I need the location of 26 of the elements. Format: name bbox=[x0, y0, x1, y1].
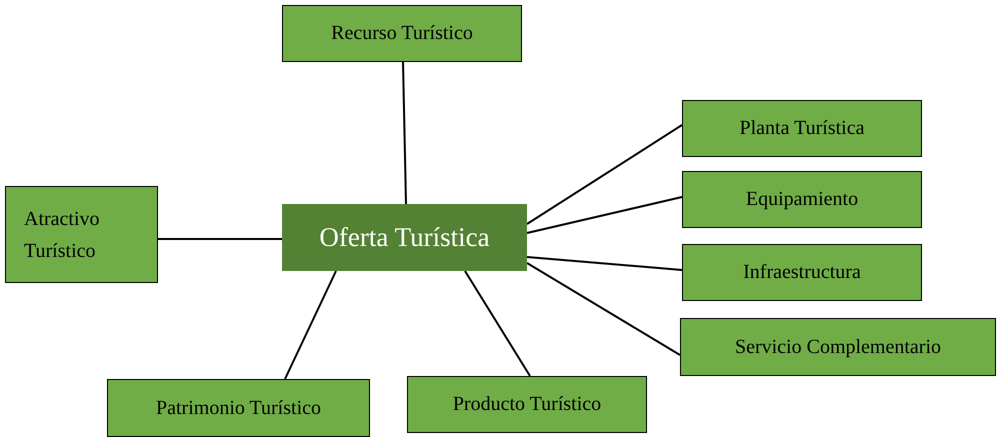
node-label: Servicio Complementario bbox=[734, 336, 942, 358]
connector-line bbox=[526, 262, 681, 356]
node-label: Recurso Turístico bbox=[331, 22, 473, 45]
connector-line bbox=[158, 238, 282, 240]
connector-line bbox=[526, 196, 682, 234]
node-label: Producto Turístico bbox=[452, 393, 602, 416]
concept-box bbox=[107, 379, 370, 437]
concept-box bbox=[682, 244, 922, 301]
node-label: Planta Turística bbox=[739, 117, 864, 140]
concept-box bbox=[680, 318, 996, 376]
connector-line bbox=[464, 270, 531, 377]
connector-line bbox=[402, 62, 407, 204]
concept-box bbox=[5, 186, 158, 283]
central-box bbox=[282, 204, 527, 271]
node-label: Oferta Turística bbox=[319, 222, 490, 253]
concept-box bbox=[682, 171, 922, 228]
node-label: Infraestructura bbox=[743, 261, 861, 284]
connector-line bbox=[526, 124, 683, 225]
node-label: Equipamiento bbox=[746, 188, 858, 211]
concept-box bbox=[682, 100, 922, 157]
node-label: Atractivo Turístico bbox=[24, 206, 101, 264]
connector-line bbox=[526, 256, 682, 271]
connector-line bbox=[284, 270, 337, 380]
concept-box bbox=[407, 376, 647, 433]
concept-box bbox=[282, 5, 522, 62]
node-label: Patrimonio Turístico bbox=[156, 396, 322, 420]
